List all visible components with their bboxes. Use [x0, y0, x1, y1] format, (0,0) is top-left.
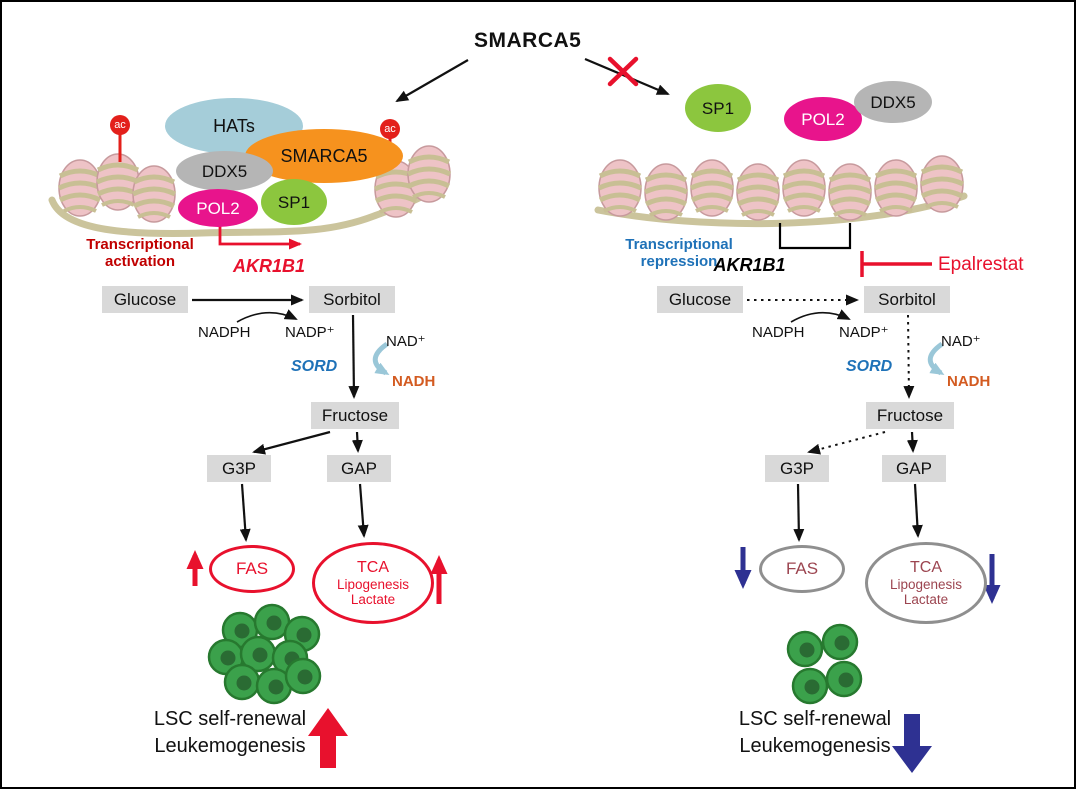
red-x-icon	[607, 56, 639, 87]
protein-sp1-label: SP1	[701, 98, 735, 118]
nucleosome	[133, 166, 175, 222]
nucleosome	[59, 160, 101, 216]
protein-smarca5-label: SMARCA5	[280, 146, 368, 166]
protein-ddx5-label: DDX5	[201, 161, 248, 181]
nucleosome	[645, 164, 687, 220]
arrow-smarca5-to-right-panel	[584, 57, 670, 96]
metabolite-gap-left: GAP	[327, 455, 391, 482]
outcome-line2: Leukemogenesis	[739, 735, 891, 757]
arrow-g3p-fas-left	[239, 483, 251, 542]
cofactor-nadh-right: NADH	[947, 373, 991, 390]
arrow-fructose-gap-right	[906, 431, 918, 453]
nucleosome	[599, 160, 641, 216]
cofactor-nadh-left: NADH	[392, 373, 436, 390]
lipogenesis-label: Lipogenesis	[336, 576, 410, 592]
cofactor-arrow-nadph-right	[790, 309, 851, 323]
protein-hats-label: HATs	[213, 116, 255, 136]
protein-pol2-left: POL2	[178, 189, 258, 227]
node-fas-left: FAS	[209, 545, 295, 593]
arrow-g3p-fas-right	[793, 483, 805, 542]
metabolite-fructose-left: Fructose	[311, 402, 399, 429]
arrow-gap-tca-left	[357, 483, 369, 538]
metabolite-glucose-left: Glucose	[102, 286, 188, 313]
transcription-start-arrow	[218, 226, 302, 250]
arrow-sorbitol-fructose-right	[903, 314, 915, 399]
arrow-fructose-g3p-left	[252, 430, 331, 455]
lactate-label: Lactate	[350, 591, 396, 607]
nucleosome-group-right	[599, 156, 963, 220]
acetyl-label: ac	[114, 119, 126, 131]
outcome-text-left: LSC self-renewal Leukemogenesis	[150, 706, 310, 760]
metabolite-glucose-right: Glucose	[657, 286, 743, 313]
nucleosome	[875, 160, 917, 216]
fas-label: FAS	[235, 559, 269, 579]
node-tca-left: TCA Lipogenesis Lactate	[312, 542, 434, 624]
cofactor-nad-left: NAD⁺	[386, 333, 426, 350]
protein-pol2-label: POL2	[196, 198, 240, 218]
cell-cluster-right	[786, 623, 863, 705]
lactate-label: Lactate	[903, 591, 949, 607]
cofactor-nadph-right: NADPH	[752, 324, 805, 341]
nucleosome	[921, 156, 963, 212]
protein-ddx5-right: DDX5	[854, 81, 932, 123]
bracket-akr1b1-locus	[778, 223, 852, 250]
acetylation-mark-icon: ac	[380, 119, 400, 139]
metabolite-gap-right: GAP	[882, 455, 946, 482]
acetyl-label: ac	[384, 123, 396, 135]
metabolite-sorbitol-left: Sorbitol	[309, 286, 395, 313]
metabolite-g3p-right: G3P	[765, 455, 829, 482]
arrow-gap-tca-right	[911, 483, 923, 538]
outcome-line2: Leukemogenesis	[154, 735, 306, 757]
metabolite-sorbitol-right: Sorbitol	[864, 286, 950, 313]
nucleosome	[737, 164, 779, 220]
protein-ddx5-left: DDX5	[176, 151, 273, 191]
nucleosome	[97, 154, 139, 210]
outcome-line1: LSC self-renewal	[738, 708, 892, 730]
cofactor-nadph-left: NADPH	[198, 324, 251, 341]
transcriptional-repression-label: Transcriptional repression	[625, 236, 733, 271]
protein-sp1-label: SP1	[277, 192, 311, 212]
enzyme-sord-left: SORD	[291, 358, 338, 375]
lipogenesis-label: Lipogenesis	[889, 576, 963, 592]
dna-strand-right	[594, 192, 968, 228]
arrow-smarca5-to-chromatin-left	[395, 59, 469, 103]
inhibition-bar-epalrestat	[860, 251, 932, 277]
acetylation-mark-icon: ac	[110, 115, 130, 135]
arrow-fructose-gap-left	[351, 431, 363, 453]
cofactor-nad-right: NAD⁺	[941, 333, 981, 350]
protein-pol2-label: POL2	[801, 109, 845, 129]
cofactor-nadp-right: NADP⁺	[839, 324, 889, 341]
nucleosome	[691, 160, 733, 216]
gene-akr1b1-left: AKR1B1	[232, 256, 306, 276]
cofactor-arrow-nadph-left	[236, 309, 298, 323]
big-down-arrow-right	[892, 714, 932, 773]
outcome-text-right: LSC self-renewal Leukemogenesis	[735, 706, 895, 760]
cell-cluster-left	[207, 603, 322, 705]
cofactor-nadp-left: NADP⁺	[285, 324, 335, 341]
nucleosome	[829, 164, 871, 220]
enzyme-sord-right: SORD	[846, 358, 893, 375]
inhibitor-epalrestat-label: Epalrestat	[938, 254, 1024, 275]
arrow-sorbitol-fructose-left	[348, 314, 360, 399]
nucleosome	[408, 146, 450, 202]
node-fas-right: FAS	[759, 545, 845, 593]
protein-ddx5-label: DDX5	[870, 92, 916, 112]
node-tca-right: TCA Lipogenesis Lactate	[865, 542, 987, 624]
outcome-line1: LSC self-renewal	[153, 708, 307, 730]
protein-sp1-left: SP1	[261, 179, 327, 225]
protein-sp1-right: SP1	[685, 84, 751, 132]
gene-akr1b1-right: AKR1B1	[713, 255, 786, 275]
fas-label: FAS	[785, 559, 819, 579]
big-up-arrow-left	[308, 708, 348, 768]
metabolite-fructose-right: Fructose	[866, 402, 954, 429]
transcriptional-activation-label: Transcriptional activation	[86, 236, 194, 271]
metabolite-g3p-left: G3P	[207, 455, 271, 482]
tca-label: TCA	[910, 558, 942, 576]
tca-label: TCA	[357, 558, 389, 576]
arrow-fructose-g3p-right	[807, 431, 886, 455]
protein-pol2-right: POL2	[784, 97, 862, 141]
diagram-title: SMARCA5	[474, 29, 582, 52]
nucleosome	[783, 160, 825, 216]
